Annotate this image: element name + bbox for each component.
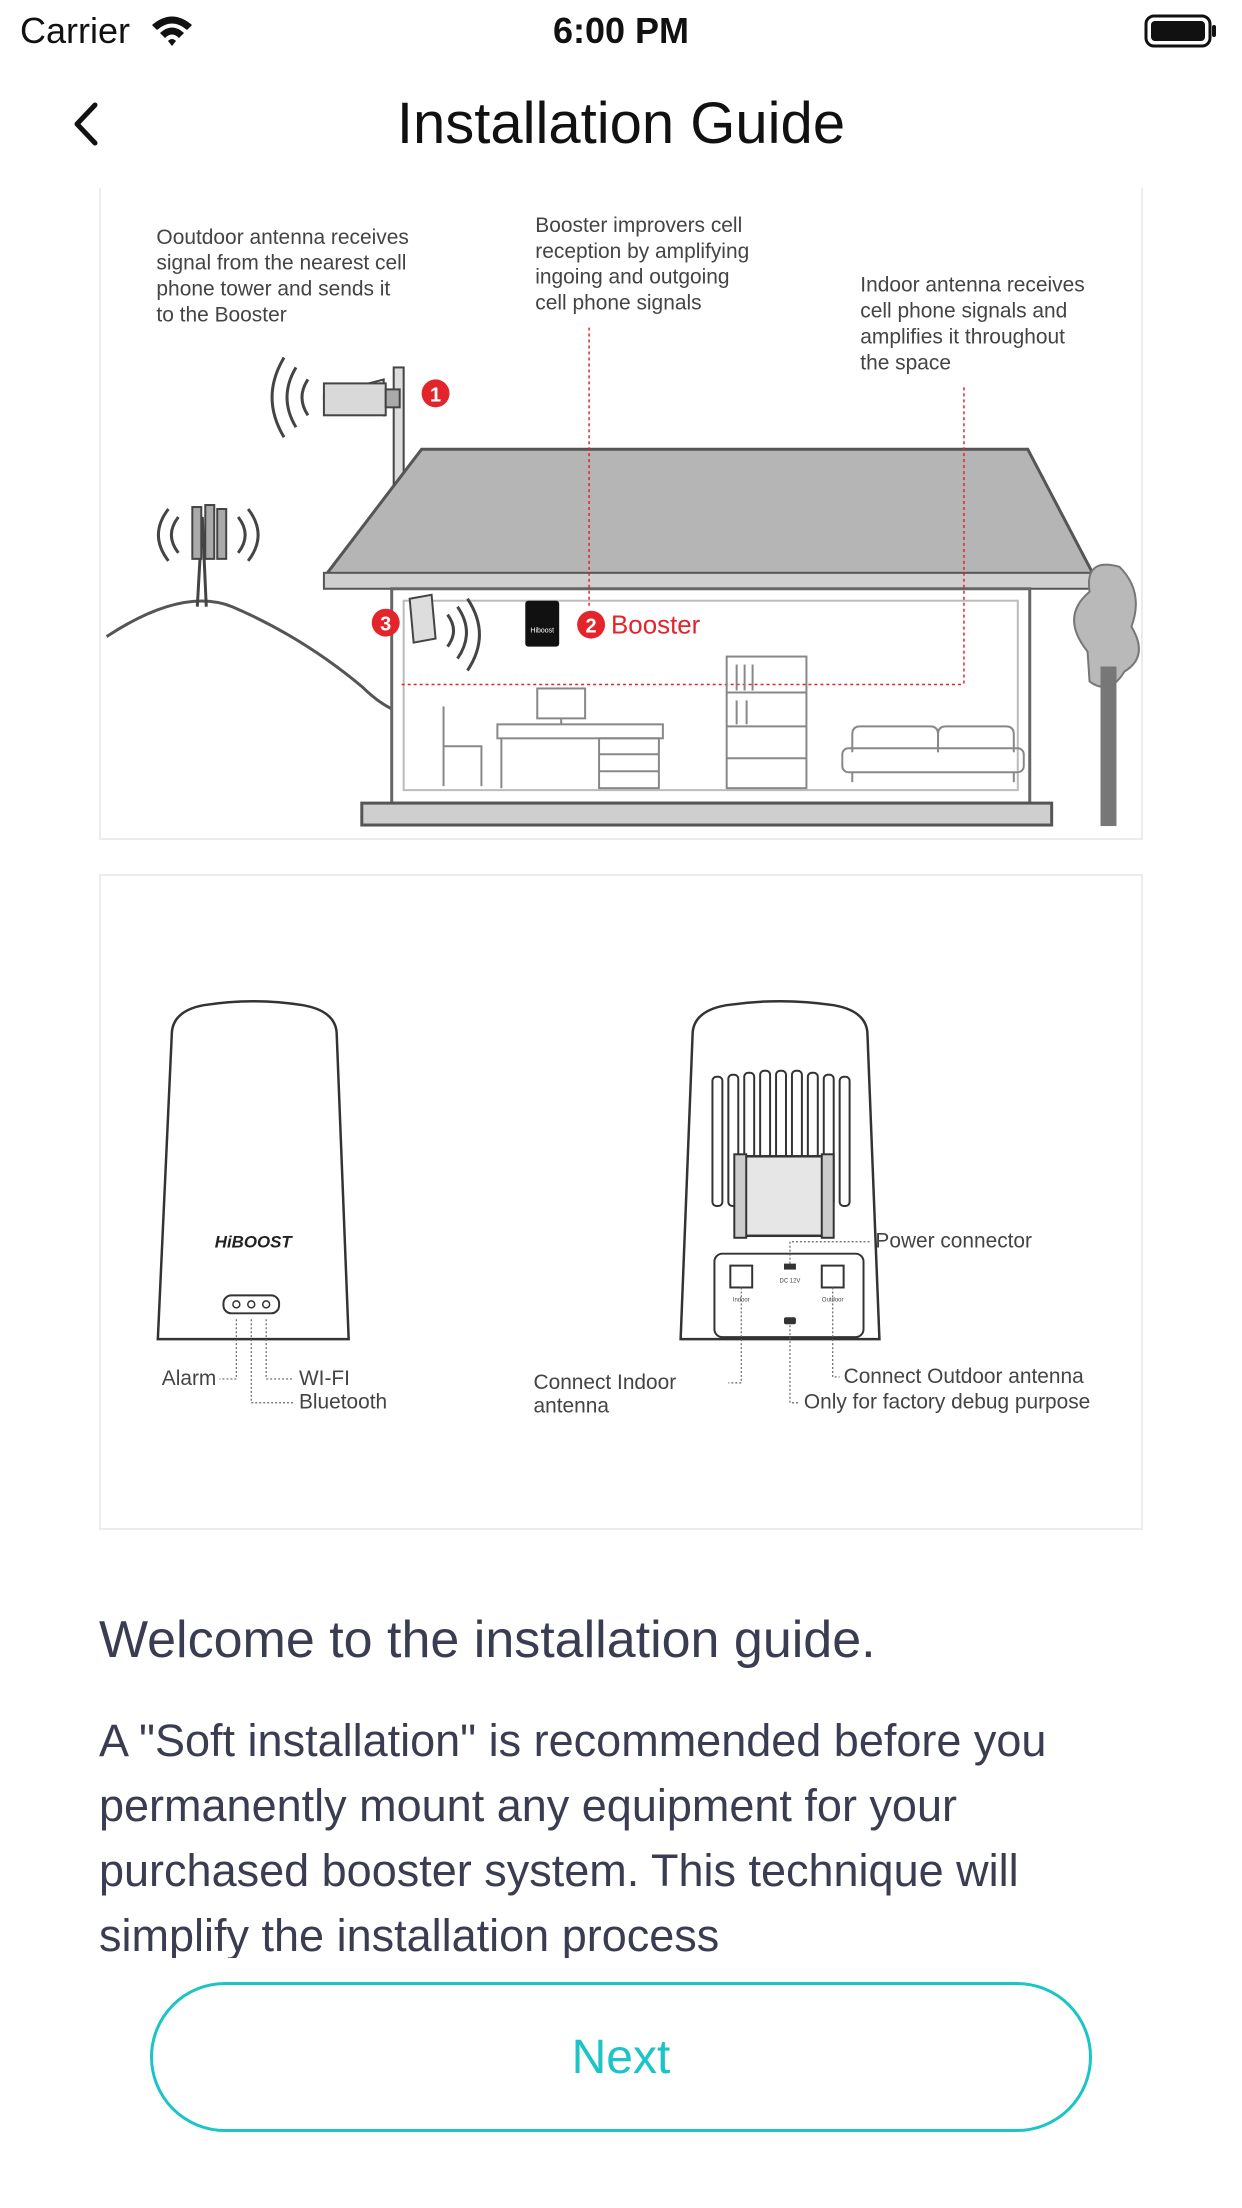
booster-label: Booster	[611, 612, 701, 640]
battery-icon	[1144, 14, 1218, 53]
badge-3: 3	[380, 614, 391, 636]
wifi-icon	[150, 14, 194, 53]
outdoor-text-1: Ooutdoor antenna receives	[156, 226, 408, 249]
badge-1: 1	[430, 384, 441, 406]
carrier-label: Carrier	[20, 10, 131, 51]
chevron-left-icon	[74, 102, 98, 146]
wifi-label: WI-FI	[299, 1367, 350, 1390]
navigation-bar: Installation Guide	[0, 62, 1242, 188]
device-ports-diagram: HiBOOST Alarm WI-FI Bluetooth	[99, 874, 1143, 1530]
indoor-text-3: amplifies it throughout	[860, 326, 1065, 349]
indoor-text-2: cell phone signals and	[860, 300, 1067, 323]
booster-front-icon: HiBOOST	[156, 1000, 350, 1341]
installation-diagram: Ooutdoor antenna receives signal from th…	[99, 188, 1143, 840]
booster-logo: Hiboost	[530, 628, 554, 635]
badge-2: 2	[586, 616, 597, 638]
connect-outdoor-label: Connect Outdoor antenna	[844, 1365, 1084, 1388]
factory-debug-label: Only for factory debug purpose	[804, 1391, 1090, 1414]
booster-text-4: cell phone signals	[535, 292, 701, 315]
indoor-text-1: Indoor antenna receives	[860, 274, 1084, 297]
outdoor-antenna-icon: 1	[270, 356, 450, 504]
alarm-label: Alarm	[162, 1367, 216, 1390]
guide-content[interactable]: Ooutdoor antenna receives signal from th…	[0, 188, 1242, 1958]
port-dc-label: DC 12V	[780, 1279, 801, 1285]
welcome-body: A "Soft installation" is recommended bef…	[99, 1715, 1047, 1958]
status-bar: Carrier 6:00 PM	[0, 0, 1242, 62]
front-logo: HiBOOST	[215, 1233, 294, 1252]
power-connector-label: Power connector	[875, 1230, 1032, 1253]
connect-indoor-label-2: antenna	[534, 1395, 610, 1418]
booster-back-icon: DC 12V Indoor Outdoor	[679, 1000, 881, 1341]
device-illustration: HiBOOST Alarm WI-FI Bluetooth	[156, 1000, 1090, 1418]
indoor-text-4: the space	[860, 351, 951, 374]
page-title: Installation Guide	[396, 91, 846, 156]
connect-indoor-label-1: Connect Indoor	[534, 1371, 677, 1394]
booster-device-icon: Hiboost 2 Booster	[525, 600, 701, 647]
booster-text-1: Booster improvers cell	[535, 214, 742, 237]
bluetooth-label: Bluetooth	[299, 1391, 387, 1414]
back-button[interactable]	[56, 92, 116, 156]
next-button[interactable]: Next	[150, 1982, 1092, 2132]
indoor-antenna-icon: 3	[371, 593, 481, 672]
welcome-title: Welcome to the installation guide.	[99, 1611, 876, 1669]
outdoor-text-3: phone tower and sends it	[156, 278, 390, 301]
outdoor-text-2: signal from the nearest cell	[156, 252, 406, 275]
booster-text-3: ingoing and outgoing	[535, 266, 729, 289]
house-illustration: Ooutdoor antenna receives signal from th…	[105, 214, 1140, 827]
cell-tower-icon	[156, 504, 260, 607]
status-time: 6:00 PM	[552, 10, 690, 51]
booster-text-2: reception by amplifying	[535, 240, 749, 263]
tree-icon	[1073, 563, 1140, 827]
outdoor-text-4: to the Booster	[156, 304, 286, 327]
